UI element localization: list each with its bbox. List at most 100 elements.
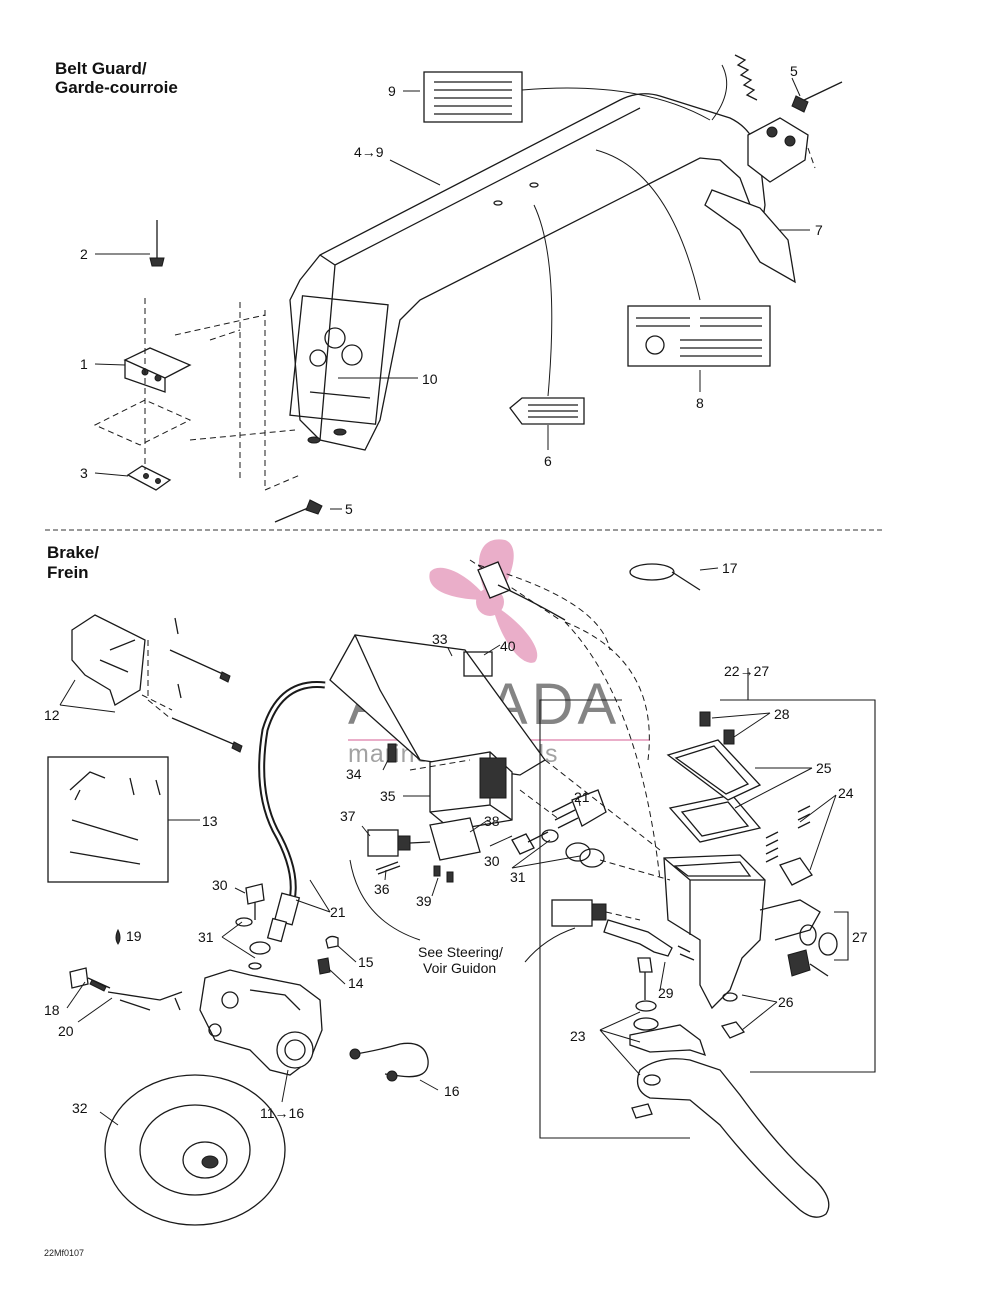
callout-25: 25 (816, 760, 832, 776)
callout-16: 16 (444, 1083, 460, 1099)
banjo-bolt-30-left (245, 883, 265, 920)
callout-20: 20 (58, 1023, 74, 1039)
callout-17: 17 (722, 560, 738, 576)
bracket-38 (429, 817, 481, 861)
callout-39: 39 (416, 893, 432, 909)
callout-21-right: 21 (574, 789, 590, 805)
grease-drop-icon (115, 928, 121, 945)
lever-spring-bolt-24 (765, 805, 813, 886)
connector-37 (367, 829, 431, 857)
brake-title-fr: Frein (47, 563, 89, 582)
steering-reference-note: See Steering/ Voir Guidon (418, 944, 503, 976)
screw-34 (387, 743, 397, 763)
belt-guard-title-fr: Garde-courroie (55, 78, 178, 97)
belt-guard-section-title: Belt Guard/ Garde-courroie (55, 59, 178, 97)
callout-40: 40 (500, 638, 516, 654)
gasket-plate (93, 399, 192, 446)
retainer-clip (123, 347, 192, 393)
callout-33: 33 (432, 631, 448, 647)
retainer-plate (126, 465, 172, 491)
clip-36 (375, 861, 401, 875)
callout-29: 29 (658, 985, 674, 1001)
callout-4-9: 4→9 (354, 144, 384, 160)
brake-disc (104, 1074, 286, 1226)
callout-26: 26 (778, 994, 794, 1010)
callout-30-right: 30 (484, 853, 500, 869)
dashed-mounting-lines (144, 147, 816, 491)
bleeder-cap (325, 935, 339, 949)
callout-8: 8 (696, 395, 704, 411)
callout-28: 28 (774, 706, 790, 722)
leader-lines (59, 77, 837, 1126)
decal-label-6 (509, 397, 585, 425)
callout-7: 7 (815, 222, 823, 238)
callout-31-right: 31 (510, 869, 526, 885)
bracket-22-27 (720, 699, 876, 1073)
dashed-bracket-lines (141, 640, 173, 719)
callout-19: 19 (126, 928, 142, 944)
callout-27: 27 (852, 929, 868, 945)
callout-36: 36 (374, 881, 390, 897)
decal-label-8 (627, 305, 771, 367)
belt-guard-bracket (704, 117, 809, 284)
callout-24: 24 (838, 785, 854, 801)
steering-reference-arrows (349, 859, 576, 963)
callout-14: 14 (348, 975, 364, 991)
banjo-bolt-30-right (511, 831, 549, 855)
nut-26 (720, 992, 746, 1039)
decal-leader-lines (521, 64, 728, 397)
screws-28 (699, 711, 735, 745)
screws-39 (433, 865, 454, 883)
brake-lever (636, 1058, 830, 1218)
lever-bracket-23 (629, 1024, 707, 1057)
switch-cable-top (477, 561, 566, 621)
cable-tie (629, 563, 701, 591)
callout-labels: 2 1 3 4→9 5 9 10 6 8 7 5 17 33 40 22→27 … (44, 63, 868, 1121)
reservoir-cover (666, 739, 762, 801)
spring-bracket-20 (107, 991, 183, 1011)
callout-30-left: 30 (212, 877, 228, 893)
rivet-bottom (274, 499, 323, 523)
callout-32: 32 (72, 1100, 88, 1116)
belt-guard-title-en: Belt Guard/ (55, 59, 147, 78)
callout-3: 3 (80, 465, 88, 481)
pivot-bolt-23 (631, 957, 659, 1119)
switch-assembly-35 (429, 751, 513, 831)
callout-10: 10 (422, 371, 438, 387)
reservoir-gasket-25 (668, 794, 762, 843)
hardware-kit-box (47, 756, 169, 883)
bracket-22-27-left (539, 699, 690, 1139)
piston-29 (603, 919, 695, 961)
callout-2: 2 (80, 246, 88, 262)
steering-note-en: See Steering/ (418, 944, 503, 960)
callout-37: 37 (340, 808, 356, 824)
callout-18: 18 (44, 1002, 60, 1018)
callout-22-27: 22→27 (724, 663, 769, 679)
adjuster-bolt (69, 967, 111, 992)
callout-13: 13 (202, 813, 218, 829)
brake-section-title: Brake/ Frein (47, 543, 99, 582)
callout-6: 6 (544, 453, 552, 469)
callout-11-16: 11→16 (260, 1105, 304, 1121)
bolts-12 (169, 617, 243, 753)
callout-38: 38 (484, 813, 500, 829)
decal-label-9 (423, 71, 523, 123)
bleeder-screw (317, 957, 331, 975)
callout-23: 23 (570, 1028, 586, 1044)
steering-note-fr: Voir Guidon (423, 960, 496, 976)
callout-5-bottom: 5 (345, 501, 353, 517)
rivet-top (149, 220, 165, 267)
master-cylinder (663, 854, 821, 1010)
brake-hose (258, 681, 326, 901)
callout-35: 35 (380, 788, 396, 804)
callout-1: 1 (80, 356, 88, 372)
connector-steering (551, 899, 607, 927)
callout-34: 34 (346, 766, 362, 782)
washers-31-left (235, 917, 271, 970)
bracket-27 (834, 911, 849, 961)
pivot-kit-27 (787, 924, 838, 977)
wire-harness-16 (349, 1042, 429, 1082)
brake-title-en: Brake/ (47, 543, 99, 562)
callout-9: 9 (388, 83, 396, 99)
